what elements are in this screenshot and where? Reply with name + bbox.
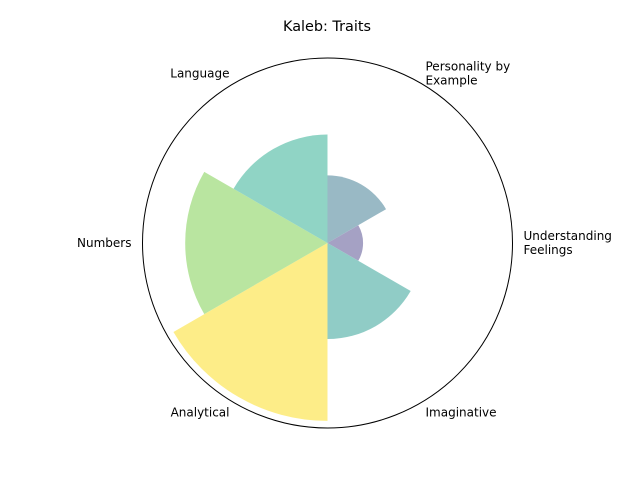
bar-2 bbox=[327, 243, 411, 340]
category-label-5: Language bbox=[170, 66, 229, 80]
bar-4 bbox=[185, 171, 328, 315]
bar-1 bbox=[327, 225, 364, 261]
bar-5 bbox=[233, 134, 328, 243]
bars-group bbox=[173, 134, 411, 421]
bar-3 bbox=[173, 243, 328, 421]
bar-0 bbox=[327, 175, 387, 243]
polar-outline bbox=[142, 57, 513, 429]
category-label-2: Imaginative bbox=[426, 406, 497, 420]
category-label-4: Numbers bbox=[77, 236, 131, 250]
category-label-3: Analytical bbox=[171, 406, 230, 420]
chart-title: Kaleb: Traits bbox=[283, 19, 371, 35]
